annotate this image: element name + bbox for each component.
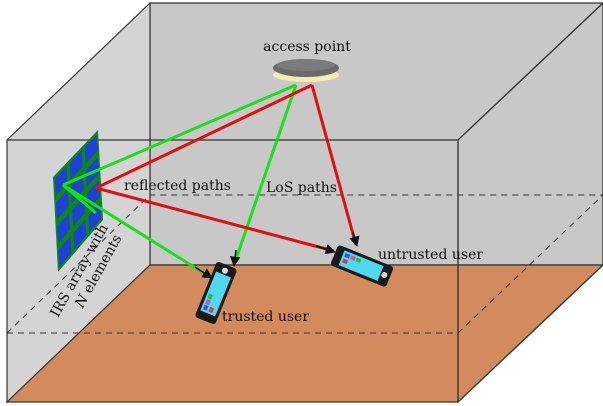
- dashed-plane-front: [7, 194, 603, 334]
- red-paths: [95, 83, 358, 253]
- irs-element: [72, 196, 85, 227]
- red-los-to-untrusted: [310, 84, 358, 246]
- irs-element: [84, 134, 98, 164]
- reflected-paths-label: reflected paths: [124, 178, 231, 194]
- ceiling-back-wall: [149, 2, 603, 266]
- right-face: [457, 2, 603, 404]
- green-irs-to-middle: [62, 183, 97, 215]
- untrusted-device-icon: [330, 245, 394, 287]
- trusted-device-icon: [195, 261, 237, 325]
- arrow-trusted-irs: [194, 266, 213, 279]
- arrow-trusted-los: [229, 249, 241, 268]
- access-point-label: access point: [263, 39, 351, 55]
- access-point-icon: [273, 59, 339, 82]
- green-ap-to-irs: [62, 83, 297, 187]
- irs-element: [54, 166, 68, 196]
- irs-element: [56, 189, 69, 220]
- arrow-untrusted-irs: [315, 244, 337, 255]
- green-irs-to-trusted: [62, 183, 211, 279]
- red-irs-to-untrusted: [95, 186, 335, 253]
- dashed-plane: [6, 194, 603, 334]
- green-paths: [62, 83, 298, 279]
- trusted-user-label: trusted user: [222, 309, 309, 325]
- arrow-untrusted-los: [349, 231, 360, 248]
- irs-element: [57, 213, 70, 244]
- red-ap-to-irs: [95, 83, 313, 190]
- untrusted-user-label: untrusted user: [378, 247, 483, 263]
- green-los-to-trusted: [232, 84, 298, 266]
- irs-element: [73, 219, 87, 250]
- irs-array-icon: [53, 130, 103, 272]
- irs-element: [69, 150, 83, 180]
- irs-element: [58, 236, 72, 267]
- los-paths-label: LoS paths: [266, 180, 337, 196]
- irs-element: [88, 202, 102, 233]
